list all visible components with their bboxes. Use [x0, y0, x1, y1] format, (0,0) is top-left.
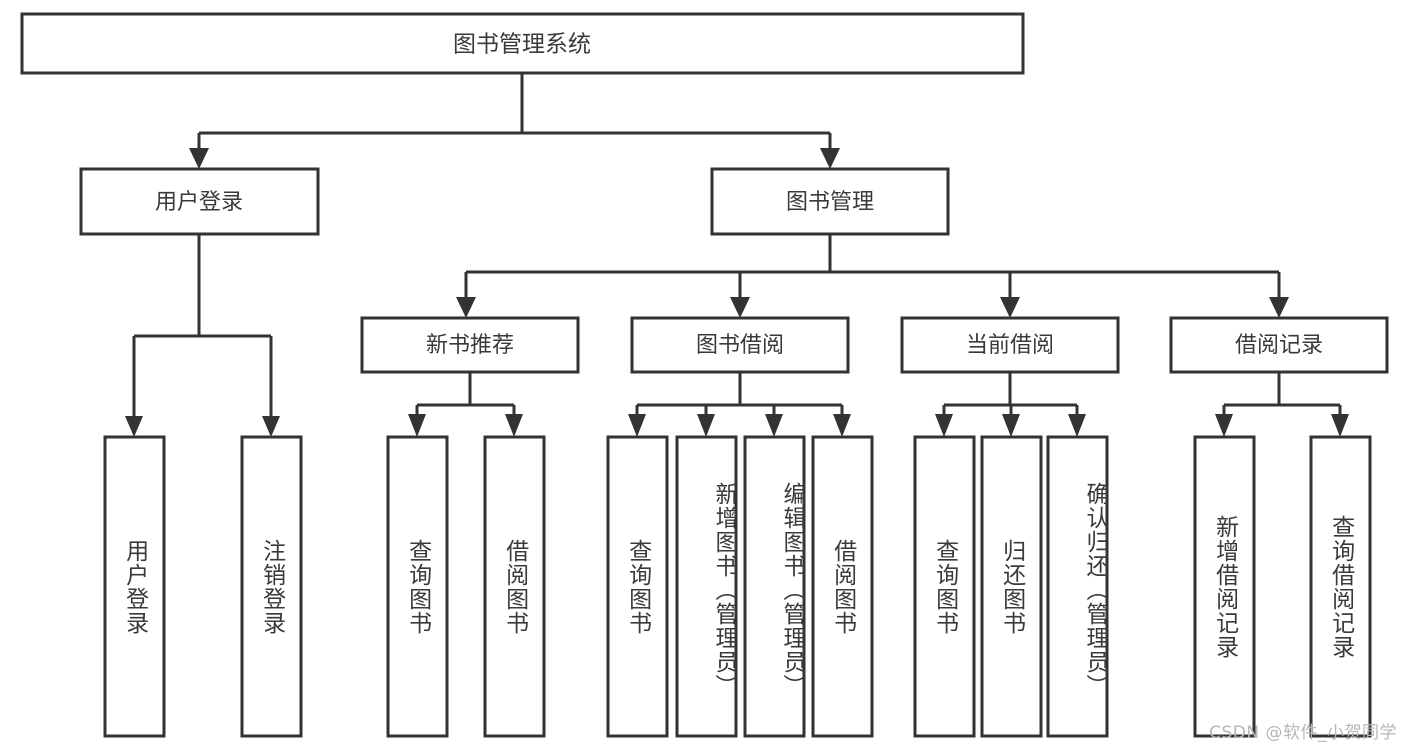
node-book-management-label: 图书管理 [786, 190, 874, 215]
node-current-borrow-box[interactable] [900, 316, 1120, 374]
arrow-head-book-mgmt [820, 148, 840, 169]
node-user-login-label: 用户登录 [155, 190, 243, 215]
leaf-label-return-book: 归还图书 [998, 538, 1025, 635]
arrow-head-newbook-c2 [505, 414, 523, 437]
node-borrow-record[interactable]: 借阅记录 [1169, 316, 1389, 374]
leaf-box-query-book-3[interactable] [913, 435, 976, 738]
leaf-box-add-borrow-record[interactable] [1193, 435, 1256, 738]
leaf-label-query-borrow-record: 查询借阅记录 [1327, 514, 1354, 659]
node-book-borrow-label: 图书借阅 [696, 333, 784, 358]
node-new-book-recommend-box[interactable] [360, 316, 580, 374]
node-book-borrow[interactable]: 图书借阅 [630, 316, 850, 374]
arrow-head-currentborrow-c3 [1068, 414, 1086, 437]
node-new-book-recommend[interactable]: 新书推荐 [360, 316, 580, 374]
leaf-box-query-book-1[interactable] [386, 435, 449, 738]
node-borrow-record-box[interactable] [1169, 316, 1389, 374]
node-user-login-box[interactable] [79, 167, 320, 236]
arrow-head-bookborrow-c1 [628, 414, 646, 437]
connector-group-new-book-rec [408, 372, 523, 437]
arrow-head-currentborrow-c1 [935, 414, 953, 437]
connector-group-book-mgmt [456, 234, 1289, 318]
watermark-text: CSDN @软件_小贺同学 [1209, 723, 1397, 743]
arrow-head-user-login [189, 148, 209, 169]
connector-group-root [189, 73, 840, 169]
leaf-box-add-book-admin[interactable] [675, 435, 738, 738]
node-book-management[interactable]: 图书管理 [710, 167, 950, 236]
arrow-head-bookborrow-c3 [765, 414, 783, 437]
node-current-borrow[interactable]: 当前借阅 [900, 316, 1120, 374]
leaf-label-logout: 注销登录 [258, 538, 285, 635]
connector-group-current-borrow [935, 372, 1086, 437]
leaf-label-query-book-2: 查询图书 [624, 538, 651, 635]
connector-group-user-login [125, 234, 280, 437]
leaf-label-edit-book-admin: 编辑图书（管理员） [779, 481, 804, 698]
leaf-label-query-book-3: 查询图书 [931, 538, 958, 635]
leaf-box-logout[interactable] [240, 435, 303, 738]
leaf-box-borrow-book-1[interactable] [483, 435, 546, 738]
leaf-label-user-login: 用户登录 [121, 538, 148, 635]
node-user-login[interactable]: 用户登录 [79, 167, 320, 236]
arrow-head-newbook-c1 [408, 414, 426, 437]
arrow-head-borrowrecord-c2 [1331, 414, 1349, 437]
connector-group-borrow-record [1215, 372, 1349, 437]
arrow-head-bookborrow-c2 [697, 414, 715, 437]
arrow-head-current-borrow [1000, 297, 1020, 318]
node-current-borrow-label: 当前借阅 [966, 333, 1054, 358]
leaf-label-add-borrow-record: 新增借阅记录 [1211, 514, 1238, 659]
connector-group-book-borrow [628, 372, 851, 437]
leaf-box-user-login[interactable] [103, 435, 166, 738]
arrow-head-currentborrow-c2 [1002, 414, 1020, 437]
node-book-management-box[interactable] [710, 167, 950, 236]
leaf-boxes [103, 435, 1372, 738]
node-new-book-recommend-label: 新书推荐 [426, 333, 514, 358]
leaf-label-borrow-book-1: 借阅图书 [501, 538, 528, 635]
arrow-head-bookborrow-c4 [833, 414, 851, 437]
node-book-borrow-box[interactable] [630, 316, 850, 374]
node-root[interactable]: 图书管理系统 [20, 12, 1025, 75]
arrow-head-borrow-record [1269, 297, 1289, 318]
arrow-head-new-book-rec [456, 297, 476, 318]
leaf-box-edit-book-admin[interactable] [743, 435, 806, 738]
node-borrow-record-label: 借阅记录 [1235, 333, 1323, 358]
node-root-box[interactable] [20, 12, 1025, 75]
leaf-box-borrow-book-2[interactable] [811, 435, 874, 738]
arrow-head-leaf-logout [262, 416, 280, 437]
leaf-box-return-book[interactable] [980, 435, 1043, 738]
leaf-box-query-borrow-record[interactable] [1309, 435, 1372, 738]
arrow-head-book-borrow [730, 297, 750, 318]
leaf-label-query-book-1: 查询图书 [404, 538, 431, 635]
node-root-label: 图书管理系统 [453, 32, 591, 58]
leaf-label-borrow-book-2: 借阅图书 [829, 538, 856, 635]
leaf-box-confirm-return-admin[interactable] [1046, 435, 1109, 738]
leaf-label-add-book-admin: 新增图书（管理员） [711, 481, 736, 698]
arrow-head-borrowrecord-c1 [1215, 414, 1233, 437]
leaf-box-query-book-2[interactable] [606, 435, 669, 738]
leaf-label-confirm-return-admin: 确认归还（管理员） [1082, 481, 1107, 698]
arrow-head-leaf-user-login [125, 416, 143, 437]
